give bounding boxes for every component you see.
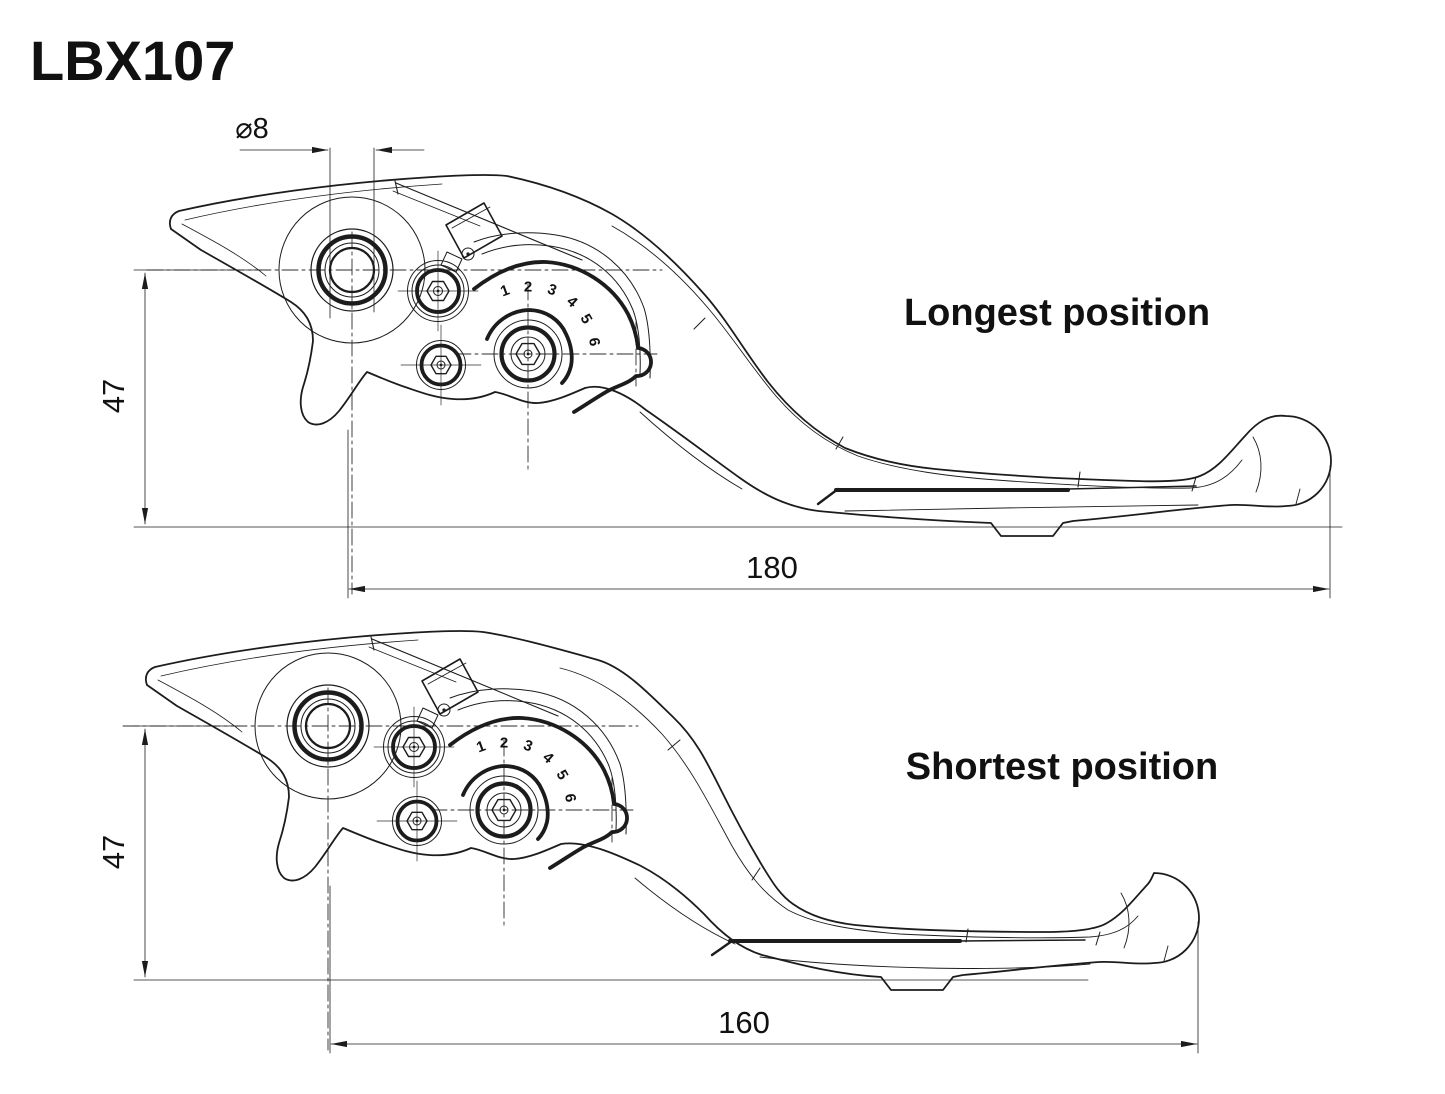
longest-position-view: ⌀8 47 180 Longest position <box>96 113 1343 599</box>
height-dimension-longest: 47 <box>96 379 131 413</box>
length-dimension-shortest: 160 <box>718 1005 770 1040</box>
bolt-diameter-label: ⌀8 <box>235 113 269 145</box>
lever-outline-longest <box>168 174 1332 537</box>
dimensions-longest <box>133 146 1343 599</box>
drawing-title: LBX107 <box>30 29 235 92</box>
shortest-position-view: 47 160 Shortest position <box>96 630 1218 1054</box>
height-dimension-shortest: 47 <box>96 835 131 869</box>
length-dimension-longest: 180 <box>746 550 798 585</box>
shortest-position-label: Shortest position <box>906 746 1218 788</box>
blade-details-shortest <box>559 667 1169 969</box>
blade-details-longest <box>611 225 1301 512</box>
longest-position-label: Longest position <box>904 292 1210 334</box>
dimensions-shortest <box>133 725 1199 1054</box>
lever-outline-shortest <box>144 630 1200 991</box>
